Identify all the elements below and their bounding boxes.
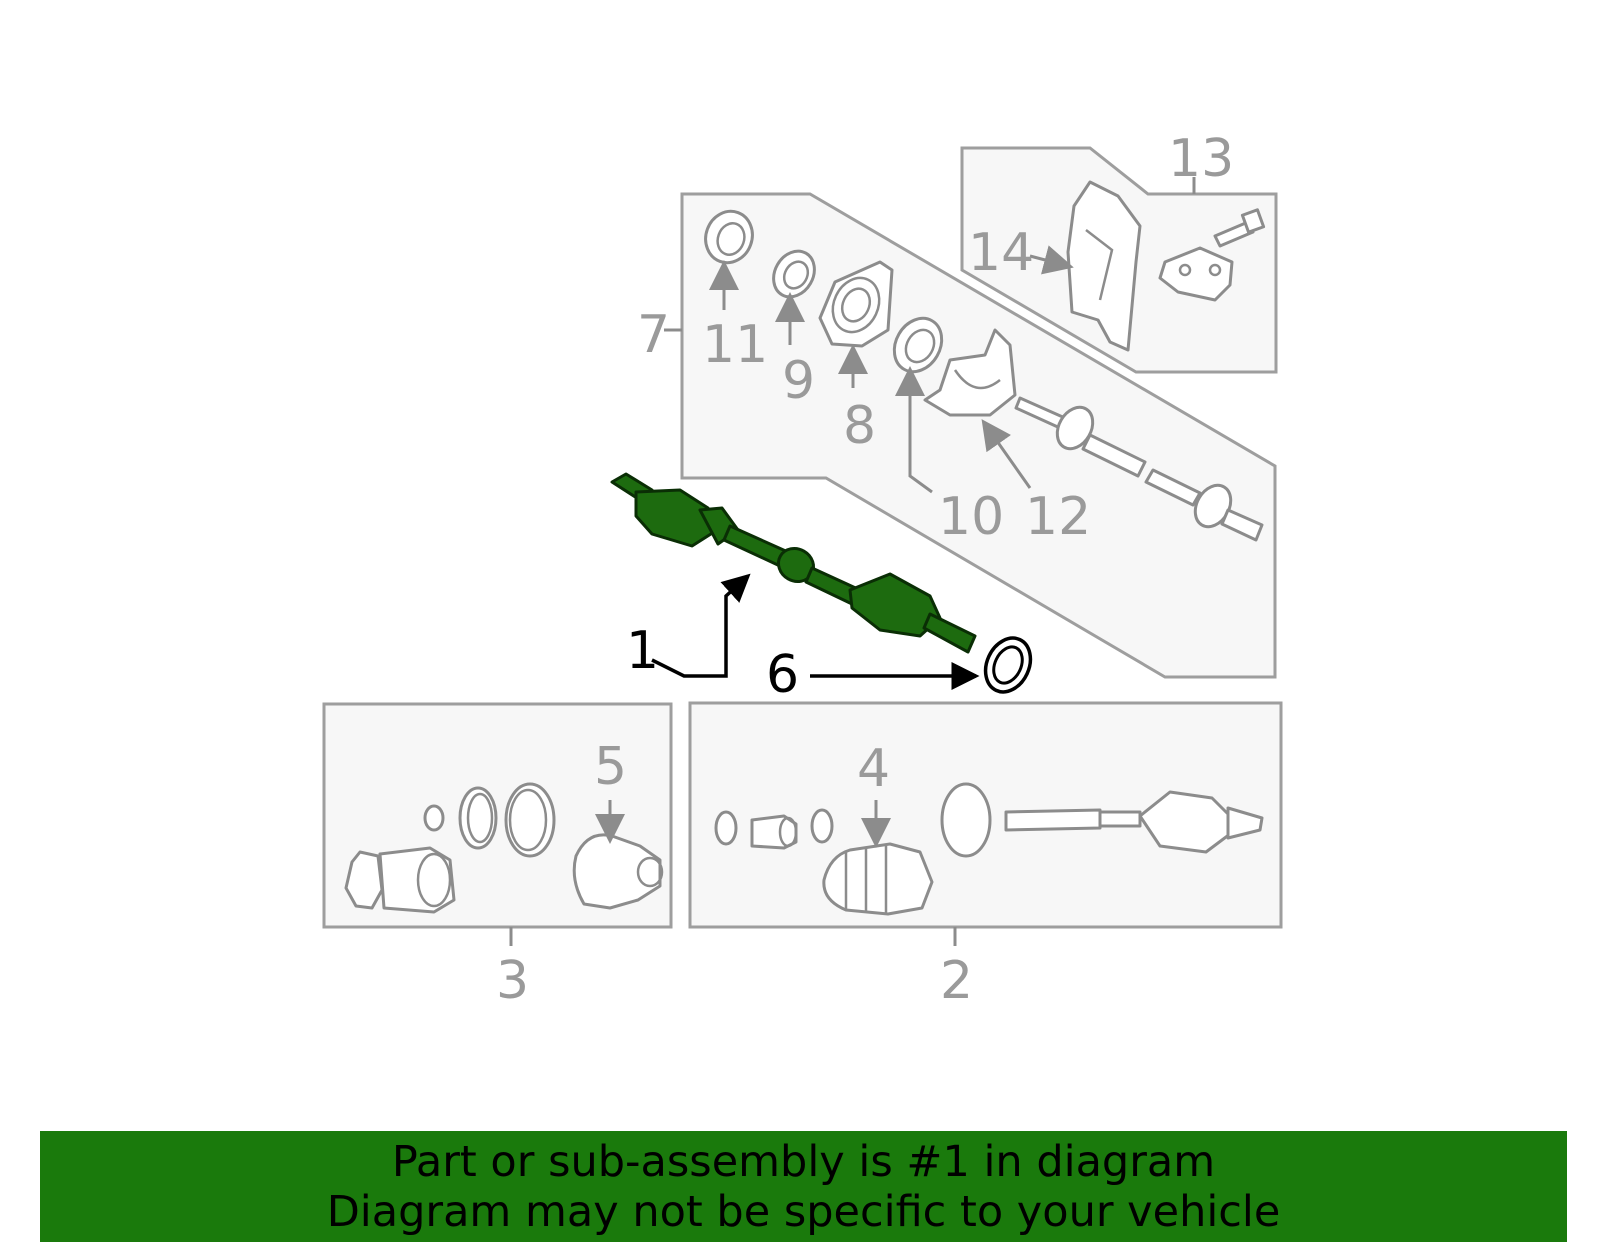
boot-band-part (504, 782, 556, 858)
callout-1: 1 (626, 621, 659, 681)
bracket-part-12 (923, 328, 1017, 417)
cv-joint-part-3 (344, 846, 456, 914)
bolt-part (1213, 208, 1266, 248)
banner-line-2: Diagram may not be specific to your vehi… (326, 1186, 1281, 1237)
callout-12: 12 (1025, 487, 1091, 547)
callout-11: 11 (702, 315, 768, 375)
boot-part-4 (822, 842, 934, 916)
snap-ring-part (458, 786, 498, 850)
leader-10 (895, 366, 933, 494)
axle-shaft-part-1[interactable] (610, 472, 977, 654)
callout-2: 2 (940, 951, 973, 1011)
axle-assembly-panel-7 (1014, 396, 1264, 542)
leader-1 (651, 573, 751, 678)
clamp-part-a (714, 810, 738, 846)
banner-line-1: Part or sub-assembly is #1 in diagram (391, 1136, 1216, 1187)
heat-shield-part-14 (1066, 180, 1142, 352)
mount-bracket-part (1158, 246, 1234, 302)
clip-part (423, 804, 445, 832)
callout-7: 7 (637, 305, 670, 365)
callout-4: 4 (857, 739, 890, 799)
outer-shaft-part-panel-2 (1004, 790, 1264, 854)
callout-10: 10 (938, 487, 1004, 547)
info-banner: Part or sub-assembly is #1 in diagram Di… (40, 1131, 1567, 1242)
callout-14: 14 (968, 223, 1034, 283)
callout-3: 3 (496, 951, 529, 1011)
ring-part-6 (983, 636, 1033, 694)
callout-6: 6 (766, 645, 799, 705)
clamp-part-b (810, 808, 834, 844)
leader-14 (1029, 245, 1074, 275)
leader-12 (981, 419, 1032, 489)
callout-13: 13 (1168, 129, 1234, 189)
bearing-support-part-8 (818, 260, 894, 348)
callout-5: 5 (594, 737, 627, 797)
boot-part-5 (572, 833, 664, 910)
callout-8: 8 (843, 396, 876, 456)
bearing-part-panel-2 (940, 782, 992, 858)
callout-9: 9 (782, 351, 815, 411)
damper-part (750, 814, 798, 850)
